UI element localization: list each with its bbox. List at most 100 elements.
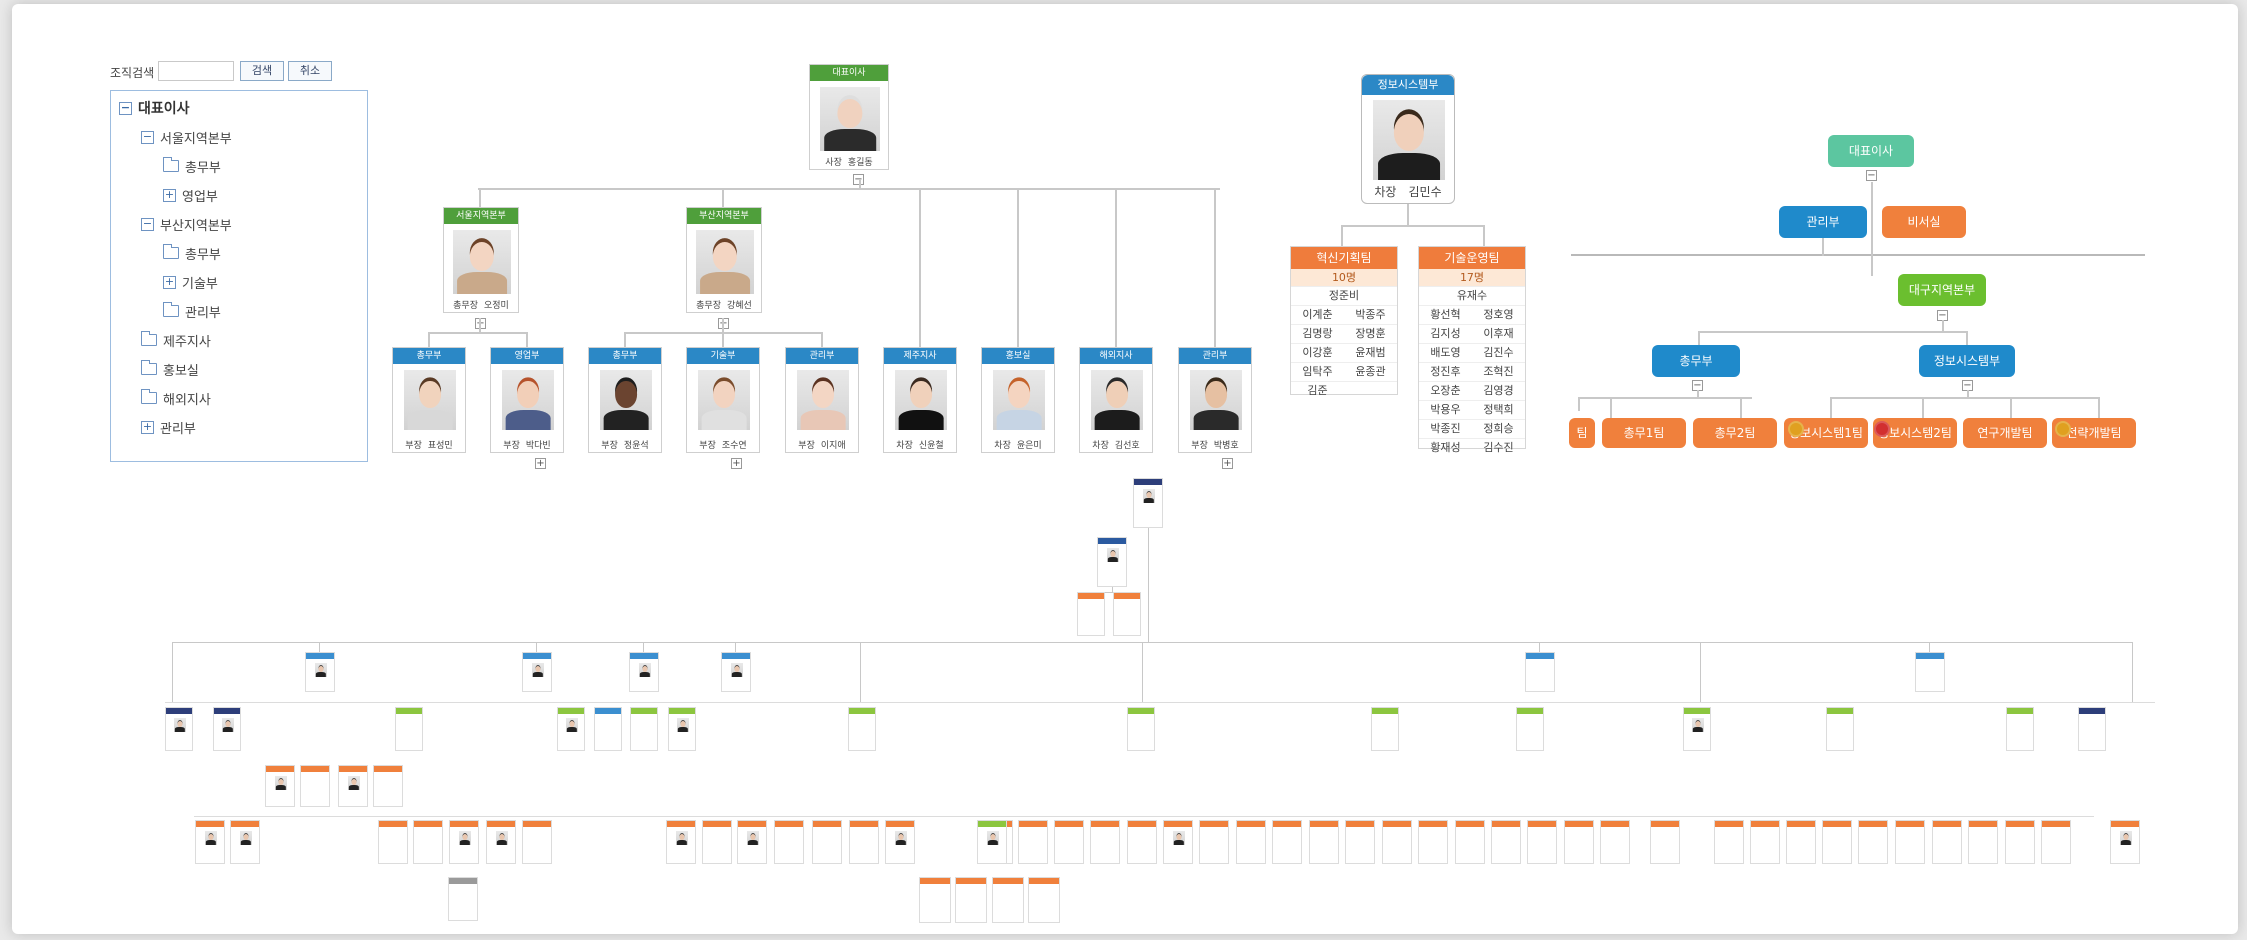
ceo-node[interactable]: 대표이사 <box>1828 135 1914 167</box>
org-node[interactable] <box>1491 820 1521 864</box>
org-node[interactable] <box>230 820 260 864</box>
org-node[interactable] <box>486 820 516 864</box>
org-node[interactable] <box>265 765 295 807</box>
org-node[interactable] <box>1163 820 1193 864</box>
tree-item[interactable]: 관리부 <box>163 300 221 322</box>
org-node[interactable] <box>977 820 1007 864</box>
tree-item[interactable]: +기술부 <box>163 271 218 293</box>
collapse-toggle[interactable]: + <box>1222 458 1233 469</box>
org-node[interactable] <box>1345 820 1375 864</box>
org-node[interactable] <box>1525 652 1555 692</box>
org-node[interactable] <box>1127 707 1155 751</box>
org-node[interactable] <box>1527 820 1557 864</box>
expand-icon[interactable]: + <box>141 419 154 434</box>
team-node[interactable]: 연구개발팀 <box>1963 418 2047 448</box>
org-node[interactable] <box>919 877 951 923</box>
tree-item[interactable]: 총무부 <box>163 155 221 177</box>
org-node[interactable] <box>594 707 622 751</box>
search-input[interactable] <box>158 61 234 81</box>
org-node[interactable] <box>885 820 915 864</box>
division-node[interactable]: 총무부 <box>1652 345 1740 377</box>
collapse-toggle[interactable]: + <box>535 458 546 469</box>
org-node[interactable] <box>1826 707 1854 751</box>
org-node[interactable] <box>449 820 479 864</box>
org-node[interactable] <box>666 820 696 864</box>
org-node[interactable] <box>1858 820 1888 864</box>
org-node[interactable] <box>1418 820 1448 864</box>
org-node[interactable] <box>812 820 842 864</box>
org-node[interactable] <box>1097 537 1127 587</box>
org-node[interactable] <box>305 652 335 692</box>
org-node[interactable] <box>413 820 443 864</box>
region-node[interactable]: 대구지역본부 <box>1898 274 1986 306</box>
tree-item[interactable]: 해외지사 <box>141 387 211 409</box>
dept-node[interactable]: 비서실 <box>1882 206 1966 238</box>
org-node[interactable] <box>1382 820 1412 864</box>
org-node[interactable] <box>1127 820 1157 864</box>
org-node[interactable] <box>1018 820 1048 864</box>
org-node[interactable] <box>1714 820 1744 864</box>
division-node[interactable]: 정보시스템부 <box>1919 345 2015 377</box>
org-node[interactable] <box>737 820 767 864</box>
org-node[interactable] <box>849 820 879 864</box>
org-node[interactable] <box>629 652 659 692</box>
org-node[interactable] <box>1236 820 1266 864</box>
org-node[interactable] <box>1090 820 1120 864</box>
org-node[interactable] <box>1600 820 1630 864</box>
org-node[interactable] <box>2041 820 2071 864</box>
org-node[interactable] <box>448 877 478 921</box>
org-node[interactable] <box>300 765 330 807</box>
org-node[interactable] <box>1932 820 1962 864</box>
tree-item[interactable]: 총무부 <box>163 242 221 264</box>
expand-icon[interactable]: + <box>163 187 176 202</box>
org-node[interactable] <box>1199 820 1229 864</box>
org-node[interactable] <box>1054 820 1084 864</box>
tree-item[interactable]: 제주지사 <box>141 329 211 351</box>
org-node[interactable] <box>1822 820 1852 864</box>
org-node[interactable] <box>2078 707 2106 751</box>
tree-item[interactable]: −대표이사 <box>119 97 190 119</box>
tree-item[interactable]: −서울지역본부 <box>141 126 232 148</box>
org-node[interactable] <box>1113 592 1141 636</box>
org-node[interactable] <box>338 765 368 807</box>
org-node[interactable] <box>1564 820 1594 864</box>
collapse-icon[interactable]: − <box>119 100 132 115</box>
org-node[interactable] <box>1683 707 1711 751</box>
org-node[interactable] <box>848 707 876 751</box>
org-node[interactable] <box>1895 820 1925 864</box>
org-node[interactable] <box>1272 820 1302 864</box>
org-node[interactable] <box>213 707 241 751</box>
org-node[interactable] <box>373 765 403 807</box>
org-node[interactable] <box>1915 652 1945 692</box>
collapse-icon[interactable]: − <box>141 216 154 231</box>
team-node[interactable]: 총무1팀 <box>1602 418 1686 448</box>
collapse-toggle[interactable]: + <box>731 458 742 469</box>
org-node[interactable] <box>395 707 423 751</box>
tree-item[interactable]: +관리부 <box>141 416 196 438</box>
dept-node[interactable]: 관리부 <box>1779 206 1867 238</box>
org-node[interactable] <box>1650 820 1680 864</box>
org-node[interactable] <box>630 707 658 751</box>
org-node[interactable] <box>1968 820 1998 864</box>
org-node[interactable] <box>1371 707 1399 751</box>
tree-item[interactable]: −부산지역본부 <box>141 213 232 235</box>
org-node[interactable] <box>1133 478 1163 528</box>
org-node[interactable] <box>378 820 408 864</box>
tree-item[interactable]: +영업부 <box>163 184 218 206</box>
org-node[interactable] <box>1516 707 1544 751</box>
org-node[interactable] <box>2006 707 2034 751</box>
